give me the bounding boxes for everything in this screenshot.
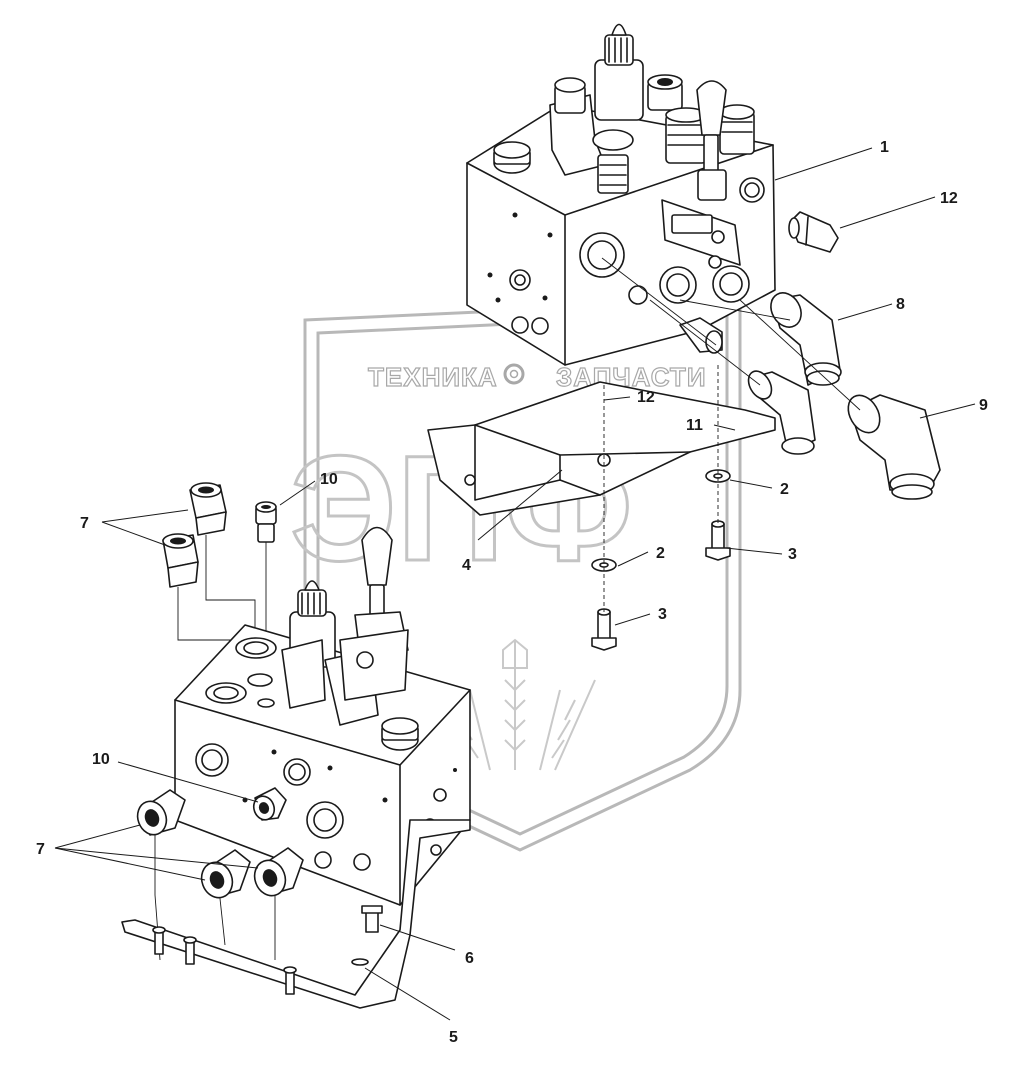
- callout-11: 11: [686, 417, 703, 434]
- washer-5: [351, 958, 369, 966]
- lower-hand-lever: [339, 526, 409, 701]
- coupling-12-mid: [679, 317, 723, 354]
- leader-lines: [54, 147, 976, 1021]
- callout-1: 1: [880, 139, 889, 156]
- callout-10-upper: 10: [320, 471, 338, 488]
- callout-12-top: 12: [940, 190, 958, 207]
- elbow-fitting-11: [747, 370, 816, 455]
- lower-valve-block: [174, 624, 471, 906]
- plug-cap-12: [788, 211, 839, 253]
- assembly-center-lines: [601, 257, 861, 612]
- upper-hand-lever: [661, 80, 741, 269]
- lower-mounting-bracket: [121, 819, 471, 1009]
- callout-10-lower: 10: [92, 751, 110, 768]
- watermark-right-word: ЗАПЧАСТИ: [556, 362, 707, 392]
- callout-3-upper: 3: [788, 546, 797, 563]
- callout-7-lower: 7: [36, 841, 45, 858]
- elbow-fitting-9: [847, 394, 941, 500]
- elbow-fitting-8: [770, 292, 842, 386]
- callout-9: 9: [979, 397, 988, 414]
- fitting-7-installed-c: [253, 847, 304, 897]
- fitting-7-installed-b: [200, 849, 251, 899]
- fitting-7-installed-a: [136, 789, 186, 836]
- mounting-bracket-4: [427, 381, 776, 516]
- callout-4: 4: [462, 557, 471, 574]
- callout-8: 8: [896, 296, 905, 313]
- fitting-10-installed: [252, 787, 287, 821]
- bolt-3-lower: [591, 608, 617, 651]
- fitting-10-upper: [255, 501, 277, 543]
- bolt-6: [361, 905, 383, 933]
- callout-3-lower: 3: [658, 606, 667, 623]
- callout-5: 5: [449, 1029, 458, 1046]
- callout-12-mid: 12: [637, 389, 655, 406]
- upper-cartridges: [592, 74, 755, 194]
- callout-labels: 1 12 8 9 12 11 2 3 10 7 4 2 3 10 7 6 5: [36, 139, 988, 1046]
- callout-2-lower: 2: [656, 545, 665, 562]
- upper-solenoid-valve: [549, 23, 644, 176]
- upper-valve-block: [466, 23, 776, 366]
- watermark-left-word: ТЕХНИКА: [368, 362, 498, 392]
- callout-7-upper: 7: [80, 515, 89, 532]
- fitting-7-b: [162, 533, 199, 588]
- fitting-7-a: [189, 482, 227, 536]
- callout-2-upper: 2: [780, 481, 789, 498]
- callout-6: 6: [465, 950, 474, 967]
- watermark-gear-icon: [503, 363, 525, 385]
